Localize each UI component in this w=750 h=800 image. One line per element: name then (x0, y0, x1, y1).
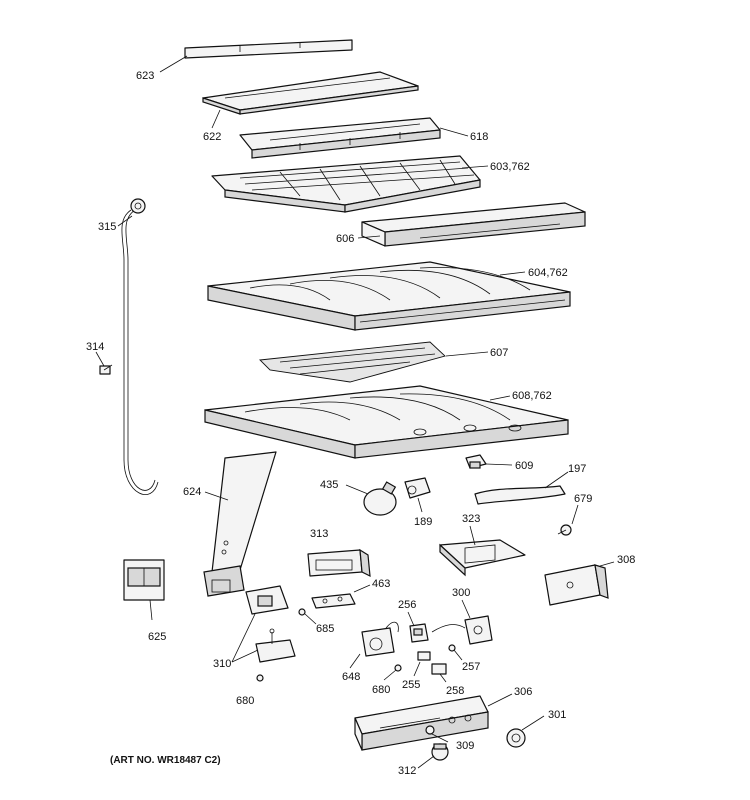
art-number-label: (ART NO. WR18487 C2) (110, 755, 221, 766)
part-463-part (311, 593, 356, 609)
callout-189: 189 (414, 516, 432, 528)
part-624-panel (203, 451, 277, 597)
callout-315: 315 (98, 221, 116, 233)
callout-609: 609 (515, 460, 533, 472)
part-603-shelf (211, 155, 481, 213)
part-309-part (425, 725, 435, 735)
callout-463: 463 (372, 578, 390, 590)
part-622-tray (202, 71, 419, 115)
part-189-socket (404, 477, 431, 499)
callout-309: 309 (456, 740, 474, 752)
callout-323: 323 (462, 513, 480, 525)
part-312-knob (431, 743, 449, 761)
part-606-cover (361, 202, 586, 247)
part-435-bulb (363, 481, 397, 516)
callout-622: 622 (203, 131, 221, 143)
callout-606: 606 (336, 233, 354, 245)
callout-604: 604,762 (528, 267, 568, 279)
part-648-motor (361, 621, 399, 657)
part-323-bracket (439, 539, 526, 577)
part-618-rail (239, 117, 441, 159)
callout-313: 313 (310, 528, 328, 540)
part-308-plate (544, 564, 609, 606)
part-607-filter (259, 341, 446, 383)
part-679-screw (557, 524, 572, 536)
part-608-pan (204, 385, 569, 459)
callout-603: 603,762 (490, 161, 530, 173)
callout-679: 679 (574, 493, 592, 505)
callout-255: 255 (402, 679, 420, 691)
part-197-gasket (474, 485, 566, 505)
callout-618: 618 (470, 131, 488, 143)
callout-312: 312 (398, 765, 416, 777)
part-300-thermostat (431, 615, 493, 645)
callout-197: 197 (568, 463, 586, 475)
part-256-switch (409, 623, 429, 643)
callout-680-left: 680 (236, 695, 254, 707)
part-685-screw (298, 608, 306, 616)
part-301-knob (506, 728, 526, 748)
part-313-box (307, 548, 371, 578)
part-255-part (417, 651, 431, 661)
callout-607: 607 (490, 347, 508, 359)
part-623-strip (184, 39, 353, 59)
callout-608: 608,762 (512, 390, 552, 402)
part-258-part (431, 663, 447, 675)
part-604-pan (207, 261, 571, 331)
callout-680-right: 680 (372, 684, 390, 696)
callout-648: 648 (342, 671, 360, 683)
part-315-tube (121, 198, 159, 495)
callout-300: 300 (452, 587, 470, 599)
callout-685: 685 (316, 623, 334, 635)
part-306-tray (354, 695, 489, 751)
callout-306: 306 (514, 686, 532, 698)
callout-314: 314 (86, 341, 104, 353)
callout-624: 624 (183, 486, 201, 498)
part-680-screw-left (256, 674, 264, 682)
callout-625: 625 (148, 631, 166, 643)
part-609-clip (465, 454, 487, 469)
part-625-module (123, 559, 165, 601)
callout-623: 623 (136, 70, 154, 82)
callout-435: 435 (320, 479, 338, 491)
part-257-screw (448, 644, 456, 652)
callout-310: 310 (213, 658, 231, 670)
callout-256: 256 (398, 599, 416, 611)
part-314-clip (99, 364, 113, 375)
part-680-screw-right (394, 664, 402, 672)
callout-308: 308 (617, 554, 635, 566)
callout-257: 257 (462, 661, 480, 673)
part-310-relay-upper (245, 585, 289, 615)
part-310-relay-lower (255, 628, 296, 663)
callout-301: 301 (548, 709, 566, 721)
callout-258: 258 (446, 685, 464, 697)
